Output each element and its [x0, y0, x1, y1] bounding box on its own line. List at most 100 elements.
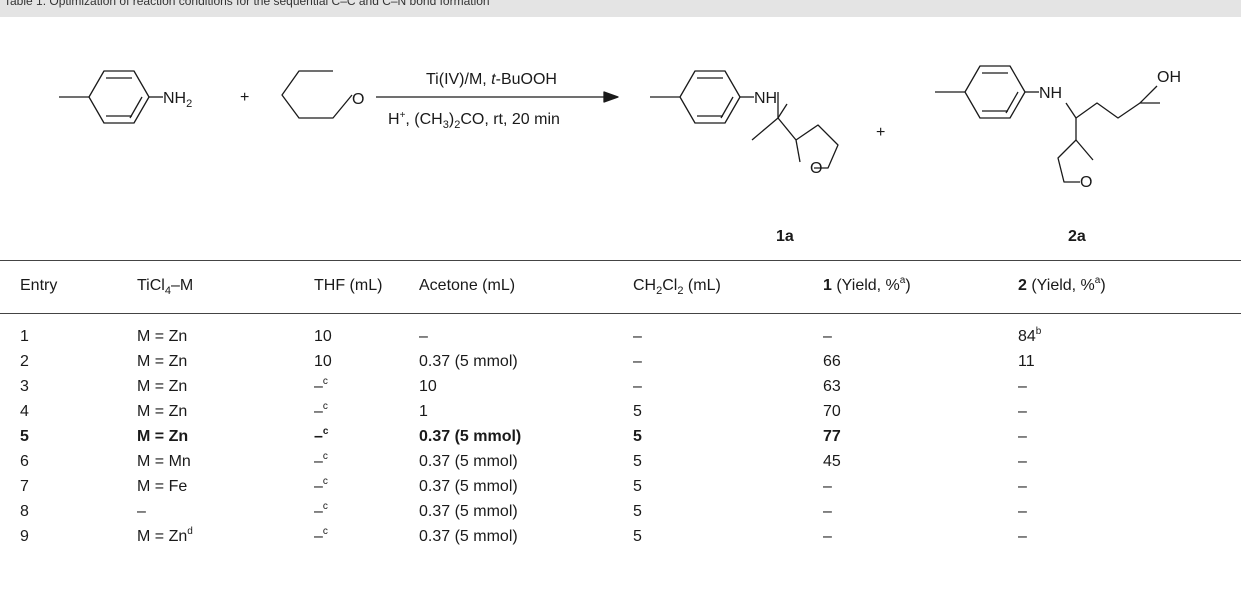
- product2-oxygen-label: O: [1080, 174, 1092, 191]
- cell-acetone: 0.37 (5 mmol): [419, 503, 518, 520]
- compound-label-1a: 1a: [776, 228, 794, 245]
- plus-sign-2: +: [876, 124, 885, 141]
- cell-yield-2: –: [1018, 528, 1027, 545]
- product-1a-structure: [650, 70, 839, 169]
- cell-metal: M = Zn: [137, 378, 188, 395]
- header-ticl4-m: TiCl4–M: [137, 277, 194, 297]
- table-row: 1 M = Zn 10 – – – 84b: [0, 326, 1241, 348]
- header-acetone: Acetone (mL): [419, 277, 516, 294]
- cell-acetone: 0.37 (5 mmol): [419, 478, 518, 495]
- header-yield-2: 2 (Yield, %a): [1018, 275, 1106, 295]
- table-row: 7 M = Fe –c 0.37 (5 mmol) 5 – –: [0, 476, 1241, 498]
- thf-oxygen-label: O: [352, 91, 364, 108]
- cell-metal: –: [137, 503, 146, 520]
- product2-oh-label: OH: [1157, 69, 1181, 86]
- header-ch2cl2: CH2Cl2 (mL): [633, 277, 721, 297]
- cell-thf: –c: [314, 451, 328, 471]
- cell-metal: M = Zn: [137, 428, 189, 445]
- cell-yield-2: 11: [1018, 353, 1035, 370]
- toluidine-structure: [59, 70, 163, 124]
- cell-thf: 10: [314, 328, 332, 345]
- cell-entry: 5: [20, 428, 29, 445]
- cell-thf: –c: [314, 401, 328, 421]
- cell-yield-1: –: [823, 503, 832, 520]
- header-thf: THF (mL): [314, 277, 383, 294]
- cell-acetone: 0.37 (5 mmol): [419, 353, 518, 370]
- cell-metal: M = Fe: [137, 478, 188, 495]
- cell-ch2cl2: 5: [633, 503, 642, 520]
- cell-yield-1: 45: [823, 453, 841, 470]
- amine-group-label: NH2: [163, 90, 192, 110]
- cell-entry: 4: [20, 403, 29, 420]
- compound-label-2a: 2a: [1068, 228, 1086, 245]
- cell-ch2cl2: 5: [633, 428, 642, 445]
- cell-yield-1: 66: [823, 353, 841, 370]
- table-row: 4 M = Zn –c 1 5 70 –: [0, 401, 1241, 423]
- cell-thf: 10: [314, 353, 332, 370]
- cell-ch2cl2: –: [633, 328, 642, 345]
- cell-acetone: 1: [419, 403, 428, 420]
- plus-sign: +: [240, 89, 249, 106]
- table-caption: Table 1. Optimization of reaction condit…: [4, 0, 490, 8]
- product-2a-structure: [935, 65, 1160, 183]
- table-row-optimal: 5 M = Zn –c 0.37 (5 mmol) 5 77 –: [0, 426, 1241, 448]
- cell-yield-2: 84b: [1018, 326, 1042, 346]
- cell-metal: M = Zn: [137, 353, 188, 370]
- cell-yield-2: –: [1018, 403, 1027, 420]
- cell-entry: 7: [20, 478, 29, 495]
- table-row: 3 M = Zn –c 10 – 63 –: [0, 376, 1241, 398]
- cell-yield-1: –: [823, 328, 832, 345]
- caption-bar: Table 1. Optimization of reaction condit…: [0, 0, 1241, 17]
- cell-entry: 1: [20, 328, 29, 345]
- cell-ch2cl2: –: [633, 353, 642, 370]
- cell-yield-2: –: [1018, 453, 1027, 470]
- cell-entry: 6: [20, 453, 29, 470]
- cell-entry: 3: [20, 378, 29, 395]
- cell-thf: –c: [314, 426, 329, 446]
- reaction-arrow: [376, 91, 619, 103]
- cell-thf: –c: [314, 501, 328, 521]
- thf-structure: [281, 70, 353, 119]
- cell-yield-1: 63: [823, 378, 841, 395]
- table-header-rule: [0, 313, 1241, 314]
- table-row: 6 M = Mn –c 0.37 (5 mmol) 5 45 –: [0, 451, 1241, 473]
- cell-yield-1: 70: [823, 403, 841, 420]
- header-entry: Entry: [20, 277, 58, 294]
- product1-oxygen-label: O: [810, 160, 822, 177]
- product2-nh-label: NH: [1039, 85, 1062, 102]
- cell-ch2cl2: –: [633, 378, 642, 395]
- cell-metal: M = Znd: [137, 526, 193, 546]
- cell-entry: 9: [20, 528, 29, 545]
- cell-metal: M = Zn: [137, 328, 188, 345]
- cell-thf: –c: [314, 476, 328, 496]
- cell-ch2cl2: 5: [633, 528, 642, 545]
- cell-entry: 8: [20, 503, 29, 520]
- cell-yield-1: 77: [823, 428, 841, 445]
- table-row: 9 M = Znd –c 0.37 (5 mmol) 5 – –: [0, 526, 1241, 548]
- cell-metal: M = Zn: [137, 403, 188, 420]
- header-yield-1: 1 (Yield, %a): [823, 275, 911, 295]
- cell-ch2cl2: 5: [633, 403, 642, 420]
- cell-thf: –c: [314, 526, 328, 546]
- cell-yield-2: –: [1018, 478, 1027, 495]
- cell-acetone: 0.37 (5 mmol): [419, 453, 518, 470]
- cell-metal: M = Mn: [137, 453, 191, 470]
- reaction-condition-top: Ti(IV)/M, t-BuOOH: [426, 71, 557, 88]
- table-row: 2 M = Zn 10 0.37 (5 mmol) – 66 11: [0, 351, 1241, 373]
- cell-acetone: 10: [419, 378, 437, 395]
- cell-yield-2: –: [1018, 378, 1027, 395]
- cell-yield-1: –: [823, 528, 832, 545]
- table-top-rule: [0, 260, 1241, 261]
- cell-yield-2: –: [1018, 428, 1027, 445]
- cell-acetone: 0.37 (5 mmol): [419, 428, 522, 445]
- product1-nh-label: NH: [754, 90, 777, 107]
- reaction-condition-bottom: H+, (CH3)2CO, rt, 20 min: [388, 110, 560, 131]
- cell-thf: –c: [314, 376, 328, 396]
- cell-ch2cl2: 5: [633, 478, 642, 495]
- cell-ch2cl2: 5: [633, 453, 642, 470]
- cell-entry: 2: [20, 353, 29, 370]
- table-row: 8 – –c 0.37 (5 mmol) 5 – –: [0, 501, 1241, 523]
- cell-yield-1: –: [823, 478, 832, 495]
- cell-acetone: 0.37 (5 mmol): [419, 528, 518, 545]
- cell-acetone: –: [419, 328, 428, 345]
